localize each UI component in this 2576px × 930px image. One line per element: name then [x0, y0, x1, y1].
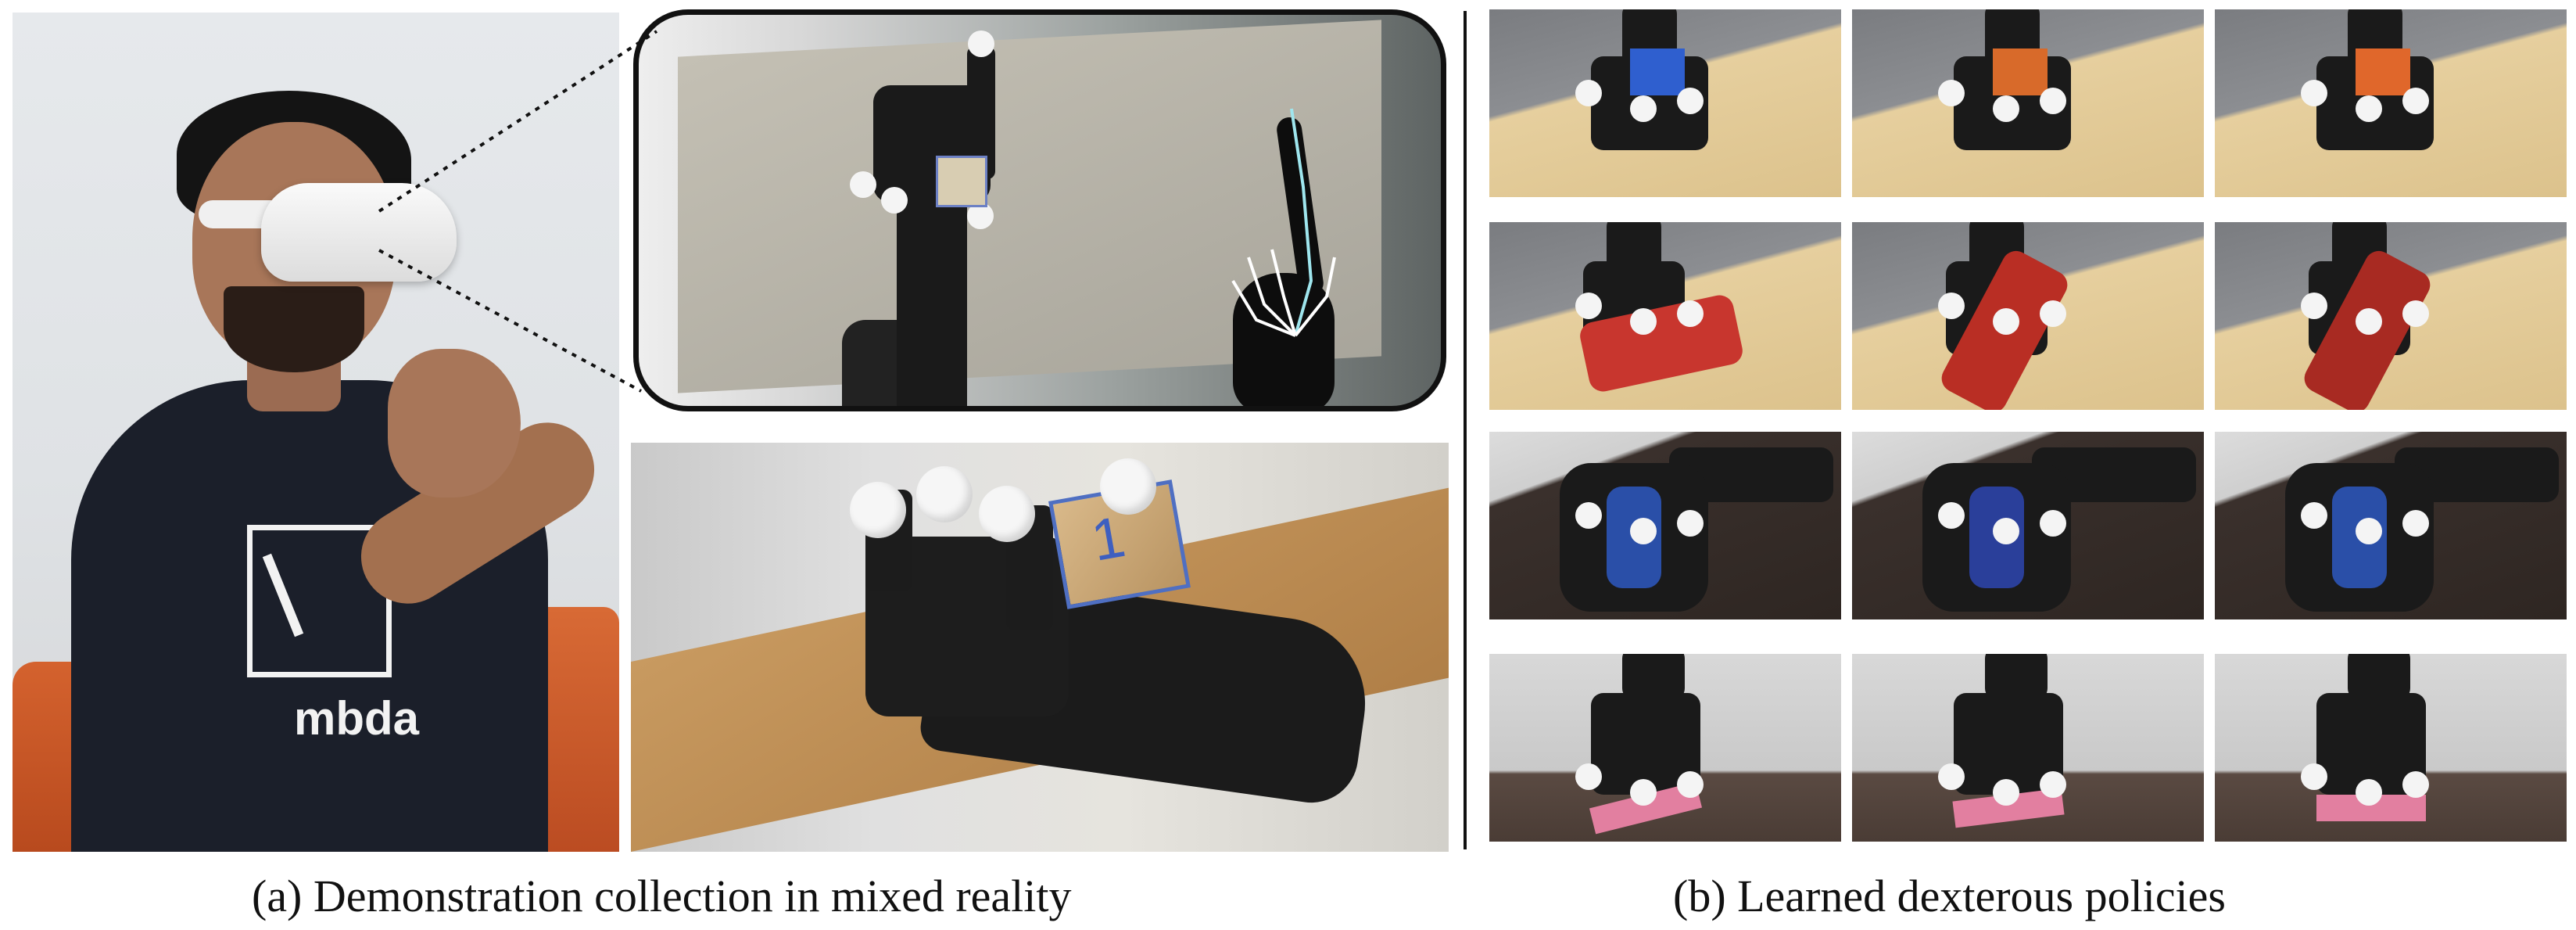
- fingertip: [968, 31, 994, 57]
- vr-headset: [261, 183, 457, 282]
- fingertip: [2402, 300, 2429, 327]
- policy-frame: [1852, 654, 2204, 842]
- policy-frame: [2215, 9, 2567, 197]
- fingertip: [1630, 518, 1657, 544]
- caption-b: (b) Learned dexterous policies: [1673, 871, 2226, 921]
- fingertip: [1677, 510, 1704, 537]
- caption-a: (a) Demonstration collection in mixed re…: [252, 871, 1072, 921]
- fingertip: [1993, 779, 2019, 806]
- fingertip: [1630, 779, 1657, 806]
- fingertip: [1630, 95, 1657, 122]
- fingertip: [1938, 763, 1965, 790]
- cube-object: [1993, 48, 2048, 95]
- person-hand: [388, 349, 521, 497]
- fingertip: [1575, 763, 1602, 790]
- fingertip: [2356, 518, 2382, 544]
- fingertip: [1100, 458, 1156, 515]
- policy-frame: [1489, 9, 1841, 197]
- fingertip: [2402, 771, 2429, 798]
- virtual-cube: [936, 156, 987, 207]
- policy-frame: [1489, 432, 1841, 619]
- policy-frame: [1852, 222, 2204, 410]
- policy-frame: [1852, 432, 2204, 619]
- fingertip: [2301, 763, 2327, 790]
- person-headset-photo: mbda: [13, 13, 619, 852]
- fingertip: [979, 486, 1035, 542]
- fingertip: [1677, 300, 1704, 327]
- fingertip: [2356, 779, 2382, 806]
- fingertip: [1575, 293, 1602, 319]
- fingertip: [2356, 95, 2382, 122]
- shirt-text: mbda: [294, 692, 420, 745]
- person-beard: [224, 286, 364, 372]
- fingertip: [1938, 80, 1965, 106]
- fingertip: [2040, 510, 2066, 537]
- panel-divider: [1464, 11, 1467, 849]
- fingertip: [2301, 293, 2327, 319]
- fingertip: [881, 187, 908, 214]
- policy-frame: [2215, 222, 2567, 410]
- cube-object: [1630, 48, 1685, 95]
- shirt-logo-box: [247, 525, 392, 677]
- fingertip: [1677, 88, 1704, 114]
- hand-skeleton-overlay: [1231, 108, 1336, 337]
- fingertip: [1938, 293, 1965, 319]
- fingertip: [1993, 518, 2019, 544]
- fingertip: [1993, 308, 2019, 335]
- fingertip: [1993, 95, 2019, 122]
- fingertip: [2040, 771, 2066, 798]
- fingertip: [1630, 308, 1657, 335]
- fingertip: [1938, 502, 1965, 529]
- fingertip: [1575, 80, 1602, 106]
- policy-frame: [1489, 654, 1841, 842]
- policy-frame: [1489, 222, 1841, 410]
- fingertip: [2402, 510, 2429, 537]
- fingertip: [2301, 502, 2327, 529]
- fingertip: [850, 482, 906, 538]
- fingertip: [2356, 308, 2382, 335]
- fingertip: [850, 171, 876, 198]
- fingertip: [1677, 771, 1704, 798]
- policy-frame: [2215, 654, 2567, 842]
- fingertip: [916, 466, 973, 522]
- fingertip: [2040, 300, 2066, 327]
- mixed-reality-view: [633, 9, 1446, 411]
- fingertip: [2301, 80, 2327, 106]
- policy-frame: [1852, 9, 2204, 197]
- fingertip: [1575, 502, 1602, 529]
- cube-object: [2356, 48, 2410, 95]
- fingertip: [2040, 88, 2066, 114]
- policy-frame: [2215, 432, 2567, 619]
- robot-hand-closeup: 1: [631, 443, 1449, 852]
- fingertip: [2402, 88, 2429, 114]
